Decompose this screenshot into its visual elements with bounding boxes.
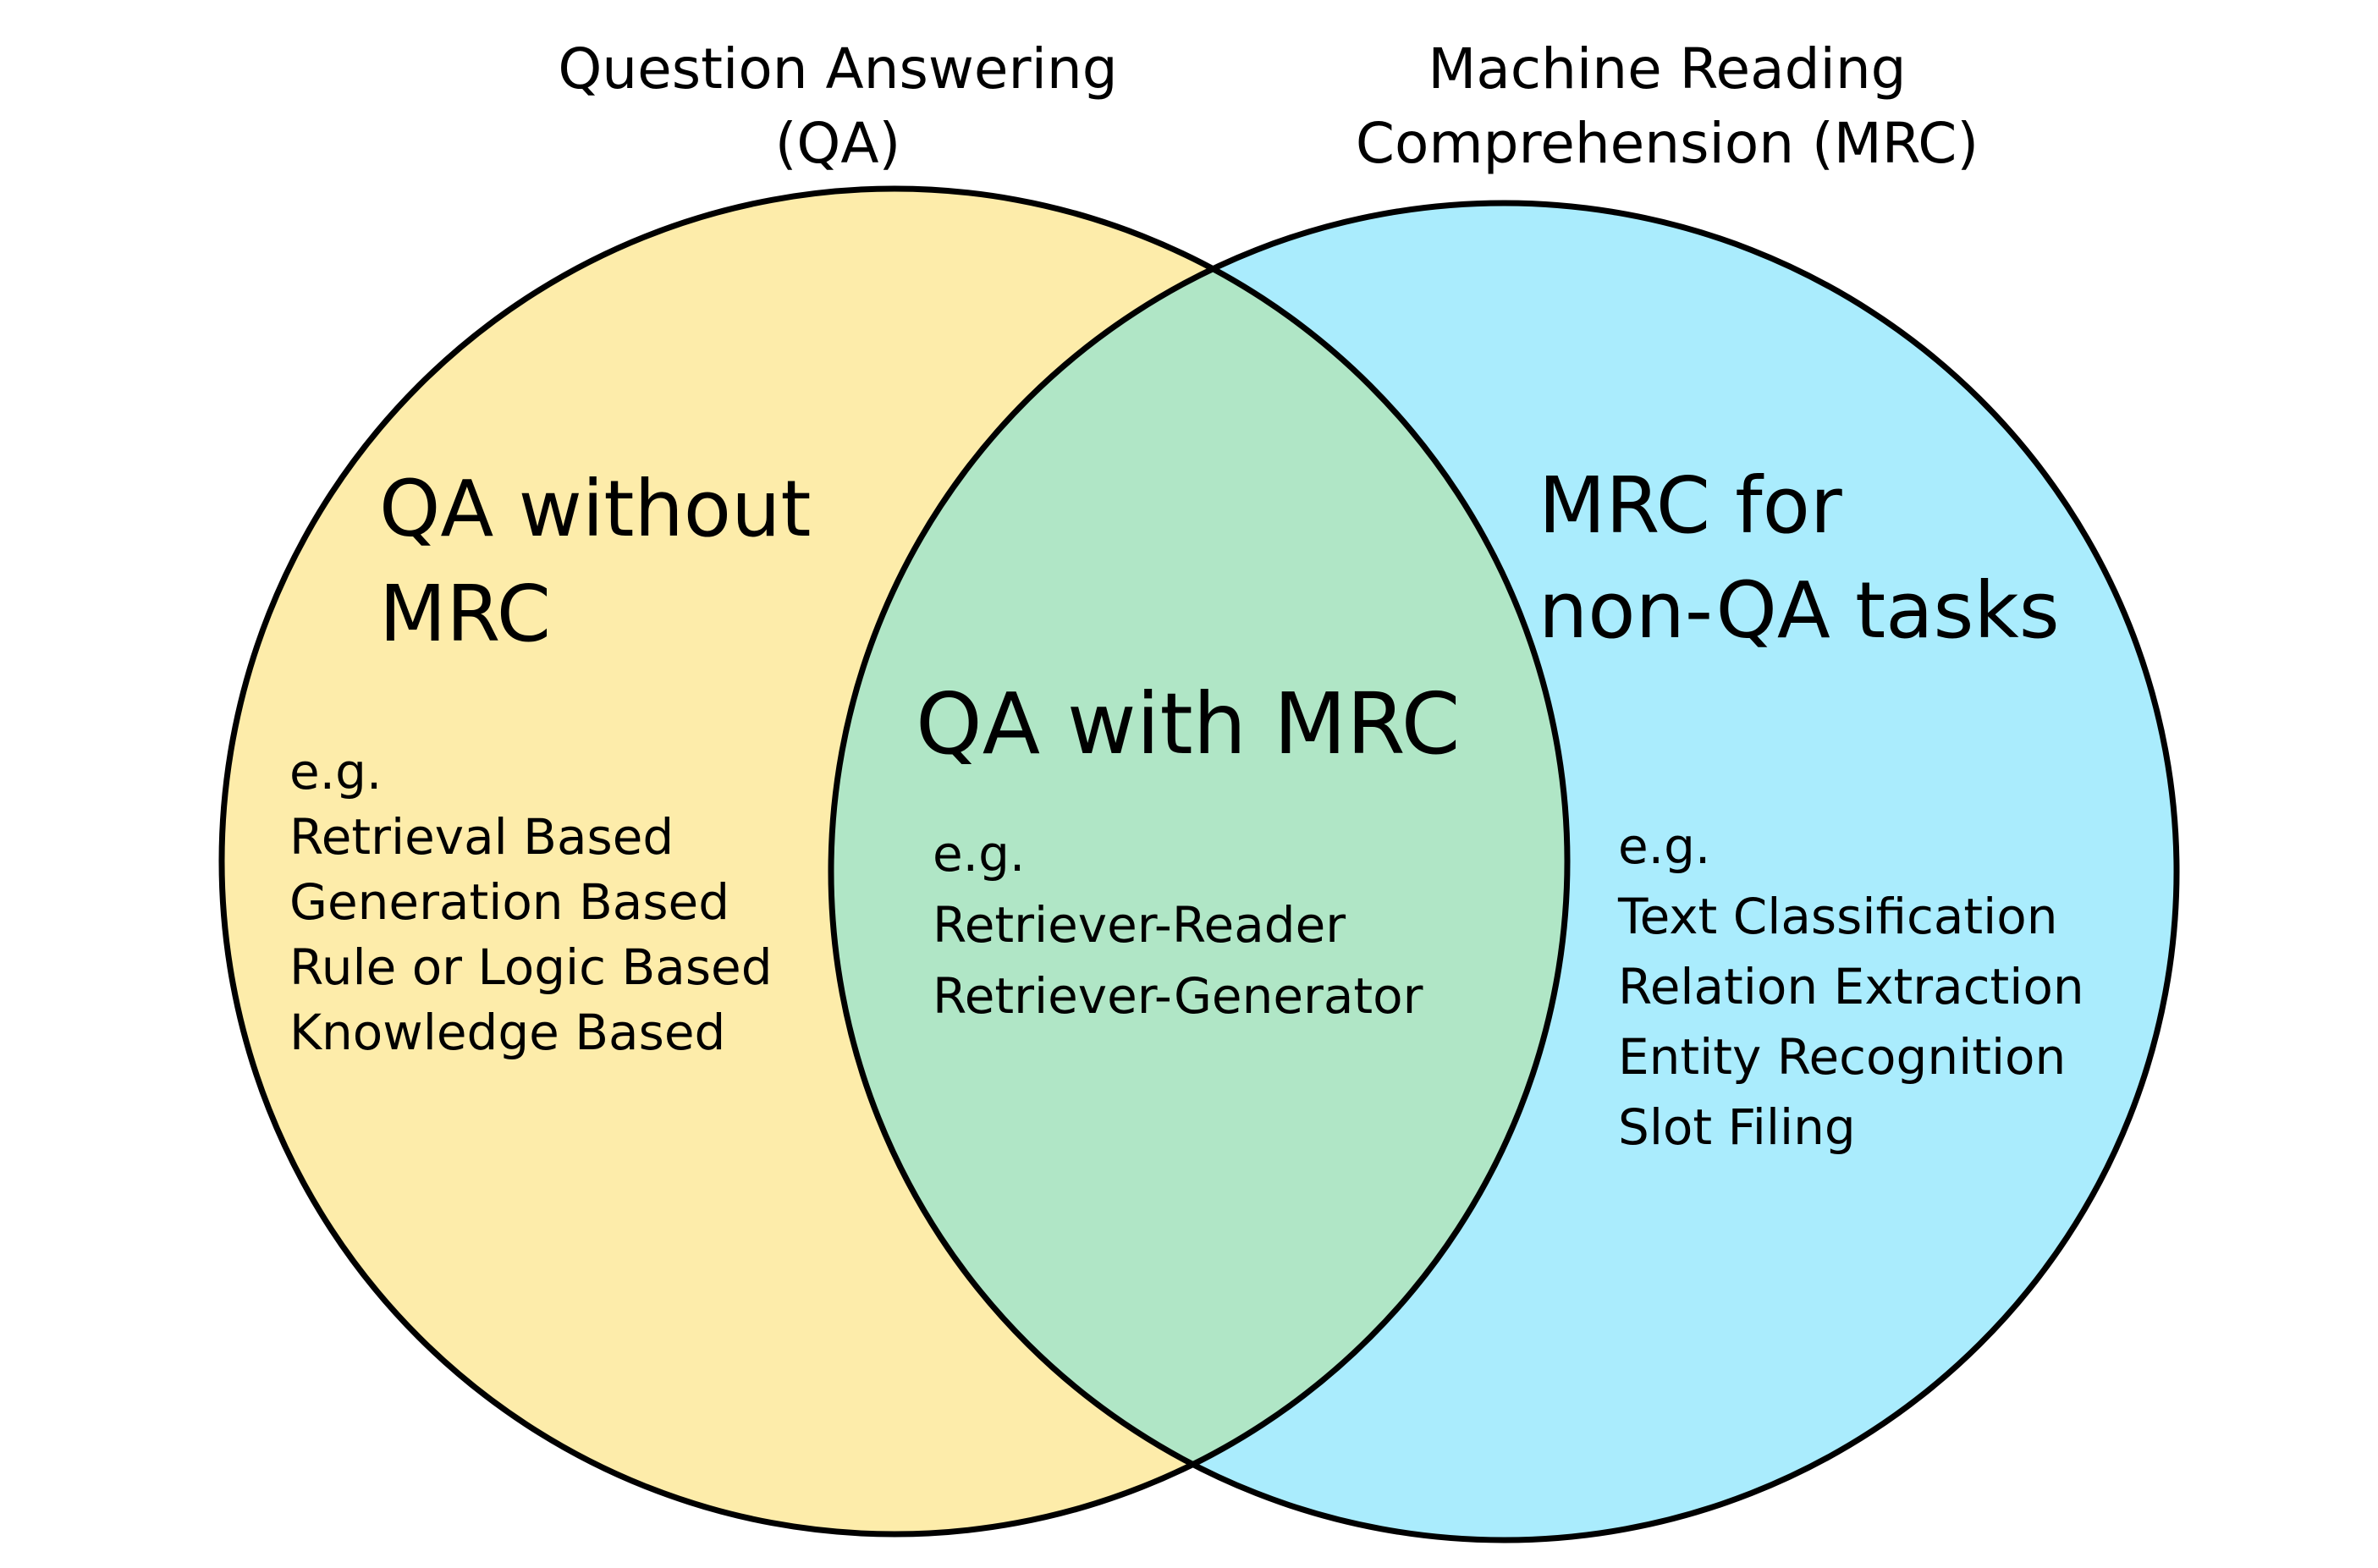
mrc-set-title-line1: Machine Reading <box>1428 36 1907 102</box>
mrc-non-qa-title-line2: non-QA tasks <box>1539 565 2060 656</box>
qa-set-outline <box>218 185 1571 1538</box>
overlap-region <box>831 203 1567 1534</box>
qa-without-mrc-title-line1: QA without <box>379 464 812 554</box>
qa-with-mrc-examples: e.g. Retriever-Reader Retriever-Generato… <box>933 818 1423 1032</box>
list-item: Relation Extraction <box>1618 958 2084 1015</box>
qa-set-title-line2: (QA) <box>774 111 901 176</box>
qa-without-mrc-title: QA without MRC <box>379 457 811 667</box>
list-item: Knowledge Based <box>289 1004 726 1061</box>
mrc-non-qa-eg-label: e.g. <box>1618 817 1711 875</box>
list-item: Retriever-Generator <box>933 967 1423 1025</box>
list-item: Slot Filing <box>1618 1098 1856 1156</box>
mrc-non-qa-examples: e.g. Text Classification Relation Extrac… <box>1618 812 2084 1163</box>
list-item: Entity Recognition <box>1618 1028 2067 1086</box>
list-item: Retriever-Reader <box>933 896 1346 954</box>
mrc-set-outline <box>828 200 2180 1543</box>
list-item: Generation Based <box>289 873 730 931</box>
list-item: Text Classification <box>1618 888 2058 945</box>
mrc-set-title: Machine Reading Comprehension (MRC) <box>1244 32 2090 181</box>
mrc-set-title-line2: Comprehension (MRC) <box>1355 111 1979 176</box>
list-item: Retrieval Based <box>289 808 674 866</box>
list-item: Rule or Logic Based <box>289 938 773 996</box>
qa-without-mrc-examples: e.g. Retrieval Based Generation Based Ru… <box>289 740 773 1065</box>
qa-with-mrc-title: QA with MRC <box>916 674 1461 773</box>
qa-set-title-line1: Question Answering <box>558 36 1118 102</box>
qa-with-mrc-eg-label: e.g. <box>933 825 1026 883</box>
qa-set-title: Question Answering (QA) <box>457 32 1219 181</box>
qa-without-mrc-title-line2: MRC <box>379 569 551 659</box>
mrc-non-qa-title-line1: MRC for <box>1539 460 1842 551</box>
qa-without-mrc-eg-label: e.g. <box>289 743 383 801</box>
mrc-non-qa-title: MRC for non-QA tasks <box>1539 454 2060 663</box>
